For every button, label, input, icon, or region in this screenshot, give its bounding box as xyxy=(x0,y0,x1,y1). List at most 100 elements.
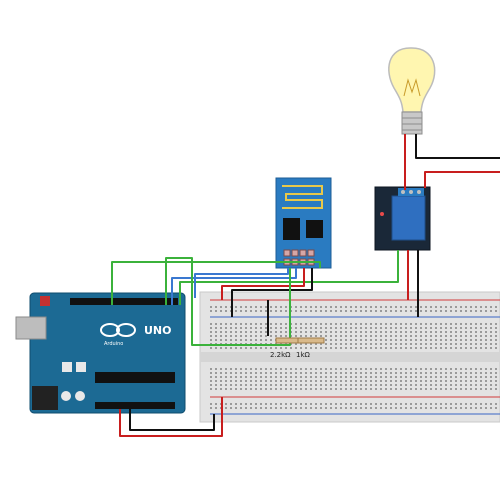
breadboard-hole xyxy=(465,388,467,390)
breadboard-hole xyxy=(430,388,432,390)
breadboard-hole xyxy=(250,368,252,370)
breadboard-hole xyxy=(470,376,472,378)
breadboard-hole xyxy=(445,407,447,409)
breadboard-hole xyxy=(480,331,482,333)
breadboard-hole xyxy=(285,388,287,390)
breadboard-hole xyxy=(355,380,357,382)
breadboard-hole xyxy=(260,323,262,325)
breadboard-hole xyxy=(420,343,422,345)
breadboard-hole xyxy=(320,323,322,325)
arduino-model-label: UNO xyxy=(144,324,172,337)
breadboard-hole xyxy=(470,343,472,345)
breadboard-hole xyxy=(295,407,297,409)
breadboard-hole xyxy=(450,327,452,329)
breadboard-hole xyxy=(395,306,397,308)
breadboard-hole xyxy=(250,335,252,337)
breadboard-hole xyxy=(355,306,357,308)
breadboard-hole xyxy=(275,384,277,386)
breadboard-hole xyxy=(440,343,442,345)
breadboard-hole xyxy=(345,335,347,337)
breadboard-hole xyxy=(295,323,297,325)
breadboard-hole xyxy=(290,407,292,409)
breadboard-hole xyxy=(480,388,482,390)
breadboard-hole xyxy=(430,335,432,337)
breadboard-hole xyxy=(395,388,397,390)
esp-chip xyxy=(283,218,300,240)
breadboard-hole xyxy=(345,388,347,390)
breadboard-hole xyxy=(395,335,397,337)
breadboard-hole xyxy=(385,339,387,341)
arduino-logo-icon xyxy=(100,323,136,337)
breadboard-hole xyxy=(320,368,322,370)
breadboard-hole xyxy=(460,347,462,349)
breadboard-hole xyxy=(410,380,412,382)
breadboard-hole xyxy=(300,347,302,349)
breadboard-hole xyxy=(435,376,437,378)
breadboard-hole xyxy=(225,335,227,337)
breadboard-hole xyxy=(385,310,387,312)
breadboard-hole xyxy=(260,384,262,386)
relay-module xyxy=(374,186,431,251)
usb-connector xyxy=(15,316,47,340)
breadboard-hole xyxy=(310,407,312,409)
breadboard-hole xyxy=(360,335,362,337)
breadboard-hole xyxy=(410,388,412,390)
breadboard-hole xyxy=(275,310,277,312)
breadboard-hole xyxy=(350,327,352,329)
breadboard-hole xyxy=(275,368,277,370)
breadboard-hole xyxy=(490,376,492,378)
breadboard-hole xyxy=(360,372,362,374)
breadboard-hole xyxy=(365,347,367,349)
breadboard-hole xyxy=(460,306,462,308)
breadboard-hole xyxy=(210,376,212,378)
breadboard-hole xyxy=(420,388,422,390)
breadboard-hole xyxy=(400,407,402,409)
breadboard-hole xyxy=(475,403,477,405)
breadboard-hole xyxy=(265,388,267,390)
breadboard-hole xyxy=(460,368,462,370)
breadboard-hole xyxy=(310,347,312,349)
breadboard-hole xyxy=(280,368,282,370)
breadboard-hole xyxy=(290,368,292,370)
breadboard-hole xyxy=(220,306,222,308)
breadboard-hole xyxy=(335,407,337,409)
breadboard-hole xyxy=(260,331,262,333)
breadboard-hole xyxy=(260,368,262,370)
breadboard-hole xyxy=(385,343,387,345)
breadboard-hole xyxy=(315,388,317,390)
breadboard-hole xyxy=(350,347,352,349)
breadboard-hole xyxy=(405,339,407,341)
breadboard-hole xyxy=(460,376,462,378)
breadboard-hole xyxy=(310,331,312,333)
breadboard-hole xyxy=(260,407,262,409)
breadboard-hole xyxy=(270,372,272,374)
breadboard-hole xyxy=(365,310,367,312)
breadboard-hole xyxy=(270,403,272,405)
breadboard-hole xyxy=(390,343,392,345)
breadboard-hole xyxy=(320,388,322,390)
breadboard-hole xyxy=(400,380,402,382)
breadboard-hole xyxy=(350,310,352,312)
breadboard-hole xyxy=(420,376,422,378)
breadboard-hole xyxy=(405,403,407,405)
breadboard-hole xyxy=(275,407,277,409)
breadboard-hole xyxy=(260,376,262,378)
breadboard-hole xyxy=(240,339,242,341)
breadboard-hole xyxy=(300,327,302,329)
breadboard-hole xyxy=(335,327,337,329)
breadboard-hole xyxy=(495,376,497,378)
breadboard-hole xyxy=(375,331,377,333)
breadboard-hole xyxy=(310,376,312,378)
breadboard-hole xyxy=(340,327,342,329)
breadboard-hole xyxy=(460,331,462,333)
breadboard-hole xyxy=(425,323,427,325)
breadboard-hole xyxy=(210,306,212,308)
breadboard-hole xyxy=(210,372,212,374)
breadboard-hole xyxy=(380,347,382,349)
breadboard-hole xyxy=(325,310,327,312)
breadboard-hole xyxy=(375,335,377,337)
breadboard-hole xyxy=(280,335,282,337)
breadboard-hole xyxy=(330,335,332,337)
breadboard-hole xyxy=(330,372,332,374)
breadboard-hole xyxy=(445,380,447,382)
